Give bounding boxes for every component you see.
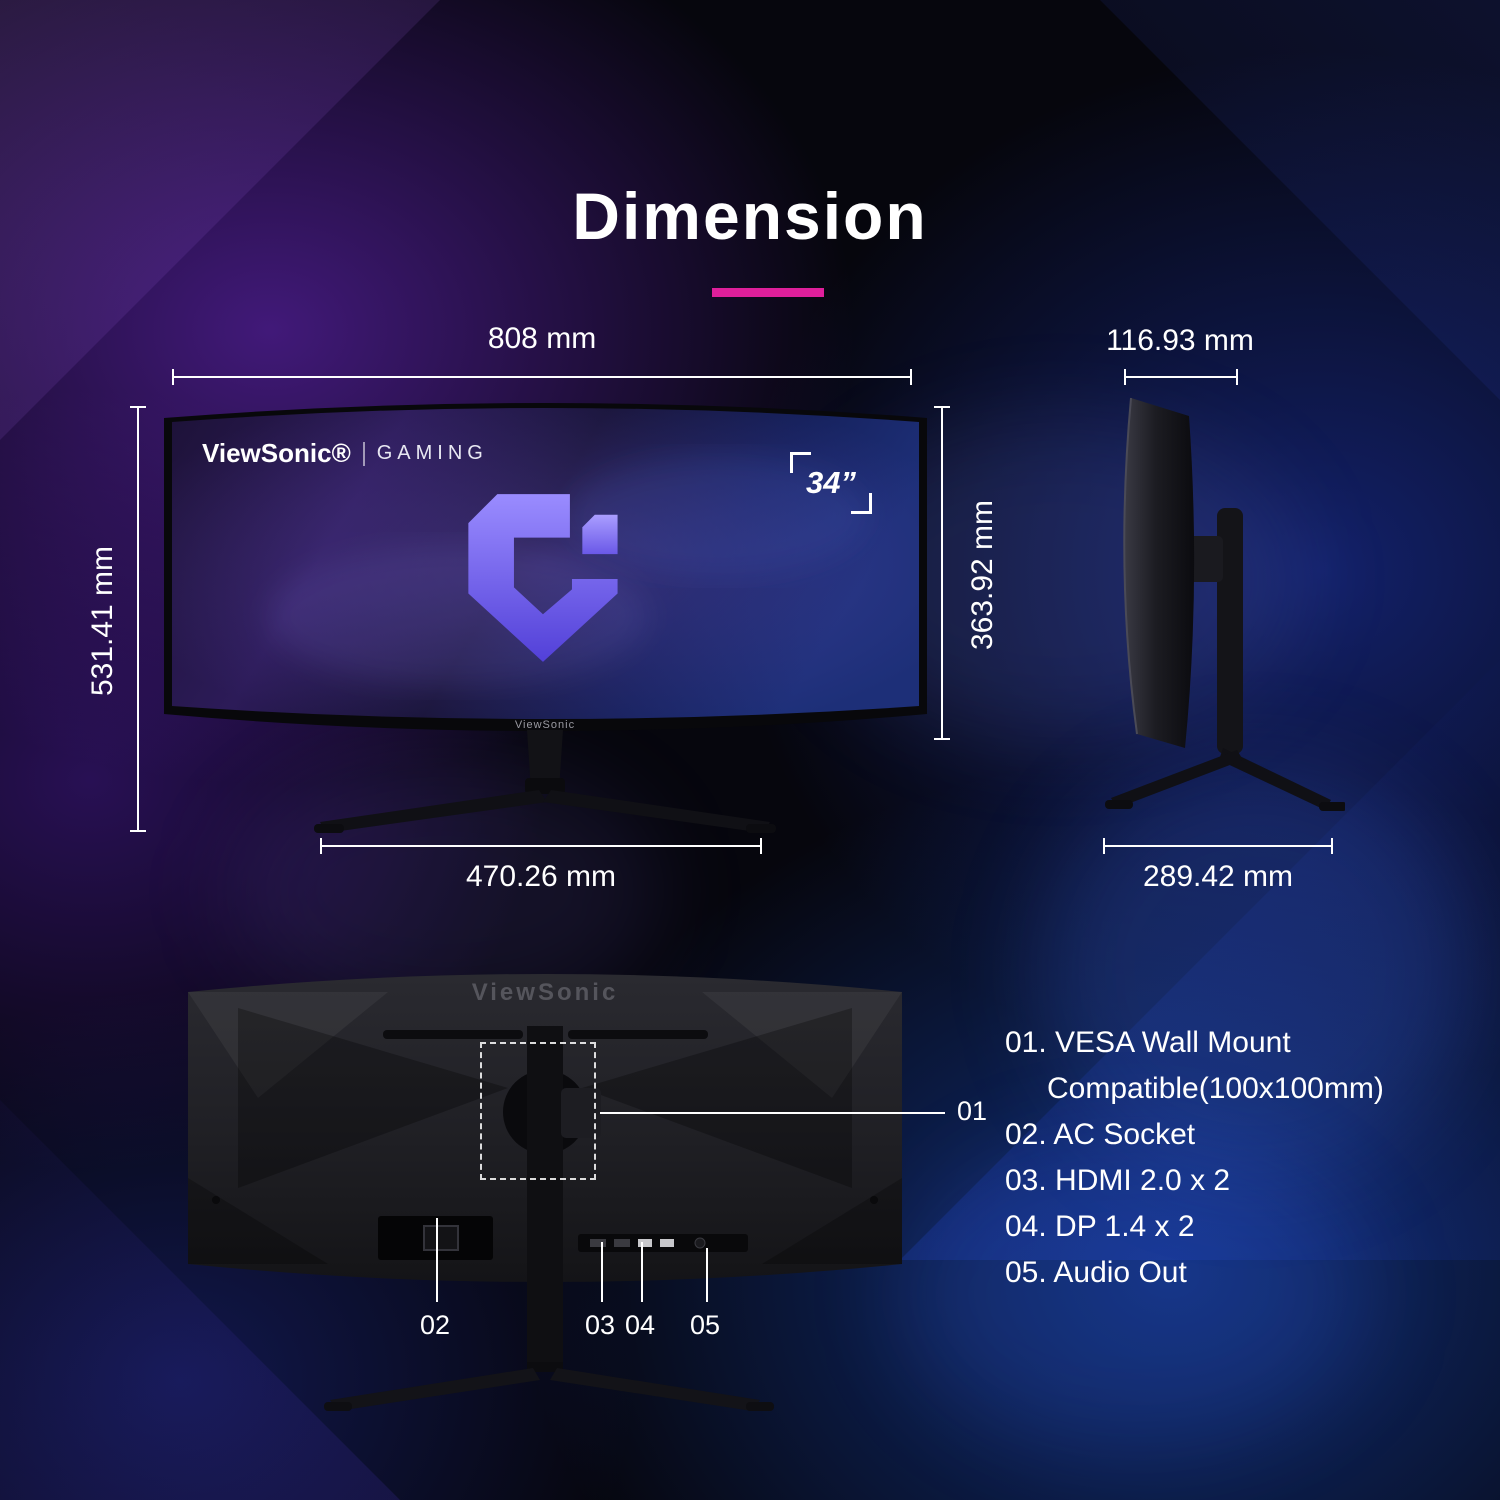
back-facet <box>582 1008 852 1188</box>
front-stand-foot <box>746 824 776 833</box>
callout-label-01: 01 <box>957 1096 988 1126</box>
accent-underline <box>712 288 824 297</box>
back-facet <box>188 992 388 1098</box>
callout-line-03 <box>601 1242 603 1302</box>
back-facet <box>238 1008 508 1188</box>
vesa-dashed-outline <box>480 1042 596 1180</box>
dp-port <box>638 1239 652 1247</box>
callout-label-05: 05 <box>690 1310 721 1340</box>
page-title: Dimension <box>572 179 928 253</box>
size-badge-label: 34” <box>806 465 856 500</box>
front-stand-right-leg <box>543 790 770 833</box>
back-hinge-block <box>561 1088 601 1138</box>
side-view-monitor <box>1105 397 1345 811</box>
front-height-dimension-line <box>130 406 146 832</box>
side-depth-dimension-line <box>1124 369 1238 385</box>
side-stand-front-leg <box>1111 750 1243 808</box>
brand-divider <box>362 441 365 466</box>
side-panel-edge <box>1123 397 1138 735</box>
legend-item-continued: Compatible(100x100mm) <box>1047 1072 1384 1105</box>
legend-item: 01. VESA Wall Mount <box>1005 1026 1291 1059</box>
gaming-label: GAMING <box>376 442 488 464</box>
hdmi-port <box>590 1239 606 1247</box>
side-panel <box>1124 398 1195 748</box>
front-width-label: 808 mm <box>487 322 597 355</box>
back-stand-foot <box>324 1402 352 1411</box>
side-depth-label: 116.93 mm <box>1106 324 1254 357</box>
back-brand-label: ViewSonic <box>472 979 619 1006</box>
side-base-depth-label: 289.42 mm <box>1142 860 1294 893</box>
front-height-label: 531.41 mm <box>86 545 119 697</box>
back-view-monitor: ViewSonic <box>188 974 902 1411</box>
callout-line-04 <box>641 1242 643 1302</box>
back-screw <box>870 1196 878 1204</box>
front-width-dimension-line <box>172 369 912 385</box>
front-base-width-label: 470.26 mm <box>465 860 617 893</box>
port-legend: 01. VESA Wall Mount Compatible(100x100mm… <box>1005 1020 1384 1296</box>
callout-line-01 <box>600 1112 945 1114</box>
callout-label-04: 04 <box>625 1310 656 1340</box>
front-stand-neck <box>527 730 563 790</box>
back-facet <box>188 1178 328 1264</box>
side-stand-foot <box>1319 802 1345 811</box>
side-stand-foot <box>1105 800 1133 809</box>
back-stand-pole <box>527 1026 563 1368</box>
back-stand-right-leg <box>550 1368 760 1411</box>
hdmi-port <box>614 1239 630 1247</box>
side-stand-hinge <box>1189 536 1223 582</box>
back-vent <box>568 1030 708 1039</box>
ac-socket <box>423 1225 459 1251</box>
side-stand-pole <box>1217 508 1243 754</box>
callout-label-02: 02 <box>420 1310 451 1340</box>
back-facet <box>762 1178 902 1264</box>
back-stand-base-center <box>527 1362 563 1372</box>
legend-item: 04. DP 1.4 x 2 <box>1005 1210 1195 1243</box>
legend-item: 05. Audio Out <box>1005 1256 1187 1289</box>
screen-brand-lockup: ViewSonic® GAMING <box>202 438 488 469</box>
front-stand-hinge <box>525 778 565 794</box>
front-screen-height-label: 363.92 mm <box>966 499 999 651</box>
legend-item: 02. AC Socket <box>1005 1118 1196 1151</box>
callout-line-05 <box>706 1248 708 1302</box>
back-stand-foot <box>746 1402 774 1411</box>
side-stand-back-leg <box>1219 748 1331 810</box>
front-base-width-dimension-line <box>320 838 762 854</box>
front-stand-left-leg <box>320 790 547 833</box>
legend-item: 03. HDMI 2.0 x 2 <box>1005 1164 1231 1197</box>
bezel-brand-label: ViewSonic <box>515 719 575 731</box>
callout-line-02 <box>436 1218 438 1302</box>
back-screw <box>212 1196 220 1204</box>
viewsonic-wordmark: ViewSonic® <box>202 438 351 468</box>
front-stand-foot <box>314 824 344 833</box>
back-facet <box>702 992 902 1098</box>
callout-label-03: 03 <box>585 1310 616 1340</box>
front-screen-height-dimension-line <box>934 406 950 740</box>
size-badge: 34” <box>790 452 872 514</box>
dp-port <box>660 1239 674 1247</box>
gaming-g-logo-icon <box>468 494 618 662</box>
side-base-depth-dimension-line <box>1103 838 1333 854</box>
back-vent <box>383 1030 523 1039</box>
audio-out-jack <box>694 1237 706 1249</box>
screen-smoke <box>568 456 868 576</box>
back-stand-left-leg <box>330 1368 540 1411</box>
